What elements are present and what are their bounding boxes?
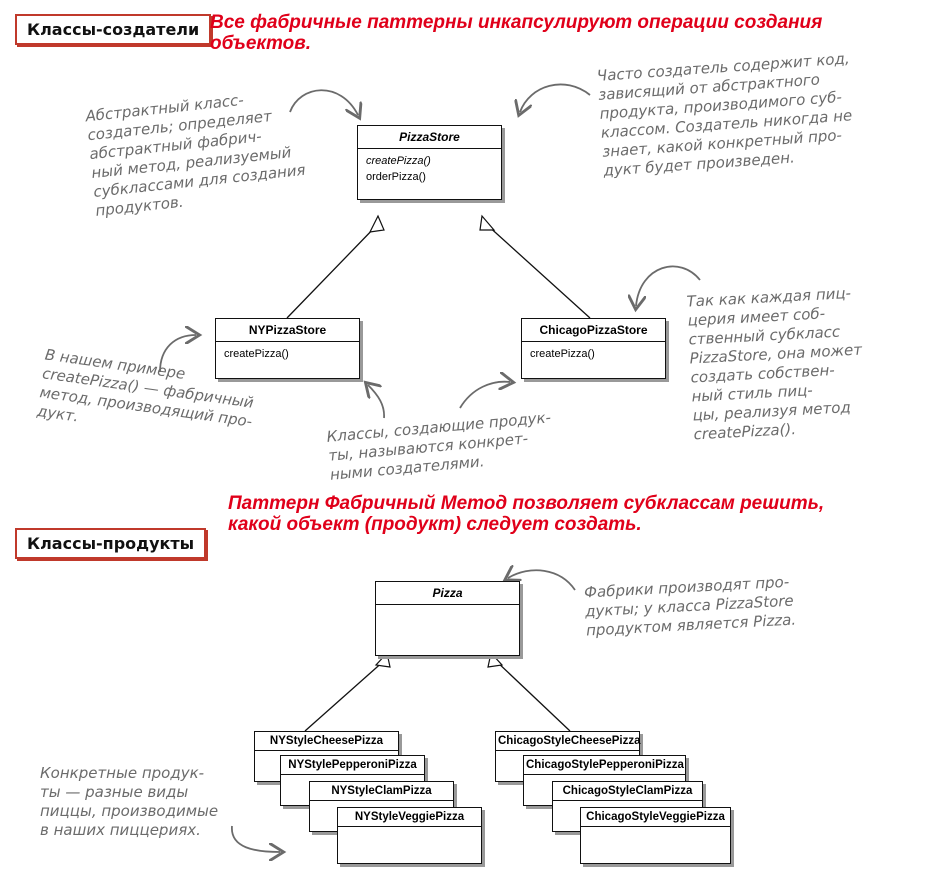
mid-red-note-line-2: какой объект (продукт) следует создать. xyxy=(228,514,642,535)
pizza-methods xyxy=(376,605,519,655)
creators-section-label: Классы-создатели xyxy=(15,14,212,45)
inherit-arrow-ny-pizzas xyxy=(374,651,391,668)
ny-veggie-pizza-name: NYStyleVeggiePizza xyxy=(338,808,481,827)
annotation-arrow-abstract xyxy=(289,89,358,115)
inherit-arrow-ny-store xyxy=(368,214,385,233)
annotation-arrow-products xyxy=(231,825,280,852)
pizza-class: Pizza xyxy=(375,581,520,656)
top-red-note-line-1: Все фабричные паттерны инкапсулируют опе… xyxy=(210,12,823,33)
nypizzastore-class-name: NYPizzaStore xyxy=(216,319,359,342)
annotation-arrow-creator-code xyxy=(520,83,591,112)
ny-veggie-pizza-class: NYStyleVeggiePizza xyxy=(337,807,482,864)
chicago-veggie-pizza-name: ChicagoStyleVeggiePizza xyxy=(581,808,730,827)
annotation-arrow-each-store xyxy=(636,265,701,306)
inherit-line-chicago-store xyxy=(485,223,591,319)
chicagopizzastore-method-createpizza: createPizza() xyxy=(530,348,595,360)
pizzastore-method-orderpizza: orderPizza() xyxy=(366,171,426,183)
products-section-label: Классы-продукты xyxy=(15,528,207,559)
inherit-line-chicago-pizzas xyxy=(494,659,571,732)
chicago-cheese-pizza-name: ChicagoStyleCheesePizza xyxy=(496,732,641,751)
factories-produce-note: Фабрики производят про- дукты; у класса … xyxy=(583,572,797,640)
creator-code-note: Часто создатель содержит код, зависящий … xyxy=(596,49,853,180)
nypizzastore-method-createpizza: createPizza() xyxy=(224,348,289,360)
inherit-line-ny-store xyxy=(286,223,379,319)
pizzastore-class: PizzaStore createPizza() orderPizza() xyxy=(357,125,502,200)
each-store-note: Так как каждая пиц- церия имеет соб- ств… xyxy=(686,284,863,444)
abstract-creator-note: Абстрактный класс- создатель; определяет… xyxy=(84,90,307,220)
pizza-class-name: Pizza xyxy=(376,582,519,605)
chicagopizzastore-methods: createPizza() xyxy=(522,342,665,378)
ny-pepperoni-pizza-name: NYStylePepperoniPizza xyxy=(281,756,424,775)
annotation-arrow-concrete-right xyxy=(459,382,510,409)
chicago-clam-pizza-name: ChicagoStyleClamPizza xyxy=(553,782,702,801)
inherit-arrow-chicago-store xyxy=(479,214,496,231)
concrete-products-note: Конкретные продук- ты — разные виды пицц… xyxy=(40,764,219,839)
chicago-veggie-pizza-class: ChicagoStyleVeggiePizza xyxy=(580,807,731,864)
pizzastore-method-createpizza: createPizza() xyxy=(366,155,431,167)
inherit-line-ny-pizzas xyxy=(304,659,386,732)
mid-red-note: Паттерн Фабричный Метод позволяет субкла… xyxy=(228,493,824,535)
mid-red-note-line-1: Паттерн Фабричный Метод позволяет субкла… xyxy=(228,493,825,514)
nypizzastore-methods: createPizza() xyxy=(216,342,359,378)
annotation-arrow-example xyxy=(159,335,196,373)
ny-cheese-pizza-name: NYStyleCheesePizza xyxy=(255,732,398,751)
chicagopizzastore-class: ChicagoPizzaStore createPizza() xyxy=(521,318,666,379)
chicago-pepperoni-pizza-name: ChicagoStylePepperoniPizza xyxy=(524,756,685,775)
nypizzastore-class: NYPizzaStore createPizza() xyxy=(215,318,360,379)
top-red-note-line-2: объектов. xyxy=(210,33,312,54)
inherit-arrow-chicago-pizzas xyxy=(487,651,504,668)
pizzastore-methods: createPizza() orderPizza() xyxy=(358,149,501,199)
ny-clam-pizza-name: NYStyleClamPizza xyxy=(310,782,453,801)
pizzastore-class-name: PizzaStore xyxy=(358,126,501,149)
top-red-note: Все фабричные паттерны инкапсулируют опе… xyxy=(210,12,822,54)
annotation-arrow-factories xyxy=(508,570,576,591)
chicagopizzastore-class-name: ChicagoPizzaStore xyxy=(522,319,665,342)
annotation-arrow-concrete-left xyxy=(368,385,385,419)
